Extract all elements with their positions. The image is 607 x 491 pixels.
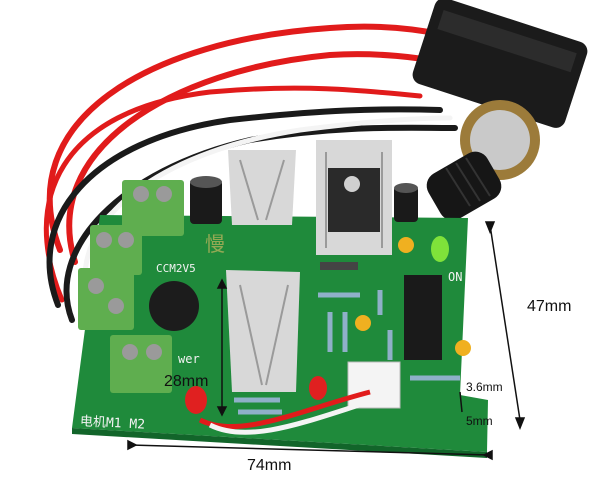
watermark-char: 慢 xyxy=(205,232,225,256)
screw-terminals xyxy=(78,180,184,393)
heatsinks xyxy=(226,140,392,392)
silkscreen-power-label: wer xyxy=(178,352,200,366)
knob xyxy=(426,151,502,221)
silkscreen-model: CCM2V5 xyxy=(156,262,196,275)
silkscreen-motor-label: 电机M1 M2 xyxy=(79,414,146,433)
width-dimension-label: 74mm xyxy=(247,457,292,474)
height-dimension-label: 47mm xyxy=(527,298,572,315)
hole-margin-label: 5mm xyxy=(466,414,493,428)
dimension-lines xyxy=(127,221,526,461)
silkscreen-on-label: ON xyxy=(448,270,463,284)
heatsink-dimension-label: 28mm xyxy=(164,373,209,390)
hole-offset-label: 3.6mm xyxy=(466,380,503,394)
components xyxy=(149,176,471,435)
leds xyxy=(185,236,449,414)
potentiometer xyxy=(412,0,588,180)
